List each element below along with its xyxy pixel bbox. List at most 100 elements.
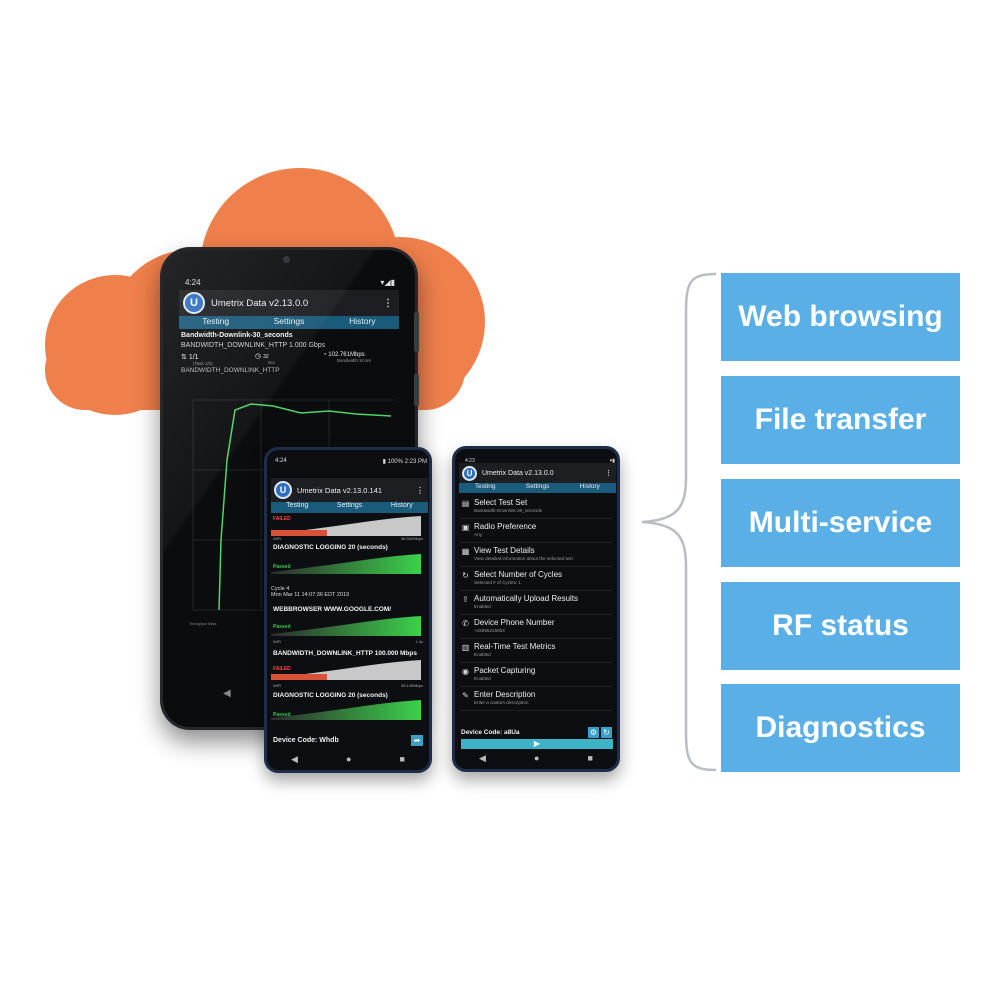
- throughput-line: [218, 403, 392, 611]
- start-test-button[interactable]: ▶: [461, 739, 613, 749]
- updown-icon: ⇅: [181, 354, 187, 361]
- back-nav-icon[interactable]: ◀: [291, 753, 298, 764]
- cycle-info: Cycle 4 Mon Mar 11 14:07:36 EDT 2019: [271, 586, 425, 606]
- setting-device-phone-number[interactable]: ✆ Device Phone Number +15555215554: [459, 615, 613, 639]
- setting-view-test-details[interactable]: ▦ View Test Details View detailed inform…: [459, 543, 613, 567]
- overflow-menu-icon[interactable]: ⋮: [416, 485, 424, 495]
- setting-realtime-metrics[interactable]: ▥ Real-Time Test Metrics Enabled: [459, 639, 613, 663]
- tab-testing[interactable]: Testing: [474, 483, 496, 490]
- status-bar: 4:24 ▾◢▮: [185, 276, 395, 288]
- tab-history[interactable]: History: [579, 483, 600, 490]
- seconds-readout: ◷ 32 sec: [255, 353, 276, 365]
- battery-icon: ▮: [382, 458, 386, 465]
- settings-phone: 4:23 ▾▮ U Umetrix Data v2.13.0.0 ⋮ Testi…: [452, 446, 620, 772]
- result-network: WiFi: [273, 639, 281, 644]
- status-bar: 4:24 ▮ 100% 2:23 PM: [275, 456, 427, 466]
- tab-history[interactable]: History: [390, 502, 413, 509]
- tab-bar: Testing Settings History: [179, 316, 399, 329]
- volume-button: [414, 312, 419, 352]
- signal-battery-icon: ▾▮: [609, 458, 615, 464]
- android-nav-bar: ◀ ● ■: [267, 752, 429, 766]
- result-network: WiFi: [273, 536, 281, 541]
- cycle-date: Mon Mar 11 14:07:36 EDT 2019: [271, 592, 350, 598]
- tab-settings[interactable]: Settings: [525, 483, 550, 490]
- result-ramp-passed: [271, 700, 421, 720]
- overflow-menu-icon[interactable]: ⋮: [605, 470, 612, 477]
- result-title: DIAGNOSTIC LOGGING 20 (seconds): [273, 692, 388, 699]
- feature-diagnostics: Diagnostics: [721, 684, 960, 772]
- power-button: [414, 374, 419, 406]
- result-title: WEBBROWSER WWW.GOOGLE.COM/: [273, 606, 392, 613]
- tab-settings[interactable]: Settings: [336, 502, 363, 509]
- tab-settings[interactable]: Settings: [273, 316, 305, 326]
- clock-icon: ◷: [255, 353, 262, 360]
- result-value: 1.4s: [415, 639, 423, 644]
- feature-rf-status: RF status: [721, 582, 960, 670]
- setting-auto-upload[interactable]: ⇪ Automatically Upload Results Enabled: [459, 591, 613, 615]
- setting-number-of-cycles[interactable]: ↻ Select Number of Cycles Selected # of …: [459, 567, 613, 591]
- refresh-icon[interactable]: ↻: [601, 727, 612, 738]
- tab-bar: Testing Settings History: [271, 502, 428, 513]
- result-value: 36.145Mbps: [400, 683, 423, 688]
- setting-enter-description[interactable]: ✎ Enter Description Enter a custom descr…: [459, 687, 613, 711]
- result-ramp-failed: [271, 660, 421, 680]
- app-title: Umetrix Data v2.13.0.0: [211, 297, 309, 309]
- feature-multi-service: Multi-service: [721, 479, 960, 567]
- setting-select-test-set[interactable]: ▤ Select Test Set Bandwidth-Downlink-30_…: [459, 495, 613, 519]
- result-ramp-failed: [271, 516, 421, 536]
- recents-nav-icon[interactable]: ■: [587, 753, 593, 763]
- recents-nav-icon[interactable]: ■: [399, 754, 405, 764]
- result-row[interactable]: BANDWIDTH_DOWNLINK_HTTP 100.000 Mbps FAI…: [271, 650, 425, 692]
- status-bar: 4:23 ▾▮: [465, 457, 615, 465]
- home-nav-icon[interactable]: ●: [346, 754, 352, 764]
- task-counter: ⇅ 1/1 (Task 1/2): [181, 354, 213, 366]
- tab-history[interactable]: History: [349, 316, 376, 326]
- setting-radio-preference[interactable]: ▣ Radio Preference Any: [459, 519, 613, 543]
- phone-icon: ✆: [462, 619, 469, 628]
- result-title: DIAGNOSTIC LOGGING 20 (seconds): [273, 544, 388, 551]
- umetrix-logo-icon: U: [274, 481, 292, 499]
- upload-icon: ⇪: [462, 595, 469, 604]
- setting-packet-capturing[interactable]: ◉ Packet Capturing Enabled: [459, 663, 613, 687]
- app-titlebar: U Umetrix Data v2.13.0.0 ⋮: [459, 463, 616, 483]
- cycle-label: Cycle 4: [271, 586, 290, 592]
- result-row[interactable]: WEBBROWSER WWW.GOOGLE.COM/ Passed WiFi 1…: [271, 606, 425, 650]
- graph-label: BANDWIDTH_DOWNLINK_HTTP: [181, 367, 280, 374]
- status-time: 4:24: [275, 458, 287, 464]
- result-row[interactable]: DIAGNOSTIC LOGGING 20 (seconds) Passed: [271, 542, 425, 586]
- overflow-menu-icon[interactable]: ⋮: [383, 297, 393, 309]
- signal-battery-icon: ▾◢▮: [380, 277, 395, 287]
- eye-icon: ◉: [462, 667, 469, 676]
- status-time: 4:24: [185, 277, 201, 287]
- test-type: BANDWIDTH_DOWNLINK_HTTP 1.000 Gbps: [181, 342, 326, 349]
- result-status: FAILED: [273, 666, 291, 672]
- test-name: Bandwidth-Downlink-30_seconds: [181, 332, 293, 339]
- metrics-icon: ▥: [461, 643, 470, 652]
- app-titlebar: U Umetrix Data v2.13.0.0 ⋮: [179, 290, 399, 316]
- result-status: Passed: [273, 624, 291, 630]
- device-code: Device Code: Whdb: [273, 737, 339, 744]
- app-titlebar: U Umetrix Data v2.13.0.141 ⋮: [271, 478, 428, 502]
- result-row[interactable]: FAILED WiFi 36.562Mbps: [271, 514, 425, 542]
- app-title: Umetrix Data v2.13.0.141: [297, 485, 383, 495]
- curly-brace: [641, 272, 717, 772]
- result-network: WiFi: [273, 683, 281, 688]
- gear-icon[interactable]: ⚙: [588, 727, 599, 738]
- back-nav-icon[interactable]: ◀: [479, 752, 486, 763]
- gauge-icon: ◔: [323, 352, 327, 358]
- graph-legend: Throughput Mbps: [189, 622, 217, 626]
- edit-icon: ✎: [462, 691, 469, 700]
- radio-icon: ▣: [461, 523, 470, 532]
- result-row[interactable]: DIAGNOSTIC LOGGING 20 (seconds) Passed: [271, 692, 425, 732]
- details-icon: ▦: [461, 547, 470, 556]
- feature-web-browsing: Web browsing: [721, 273, 960, 361]
- home-nav-icon[interactable]: ●: [534, 753, 540, 763]
- tab-testing[interactable]: Testing: [202, 316, 230, 326]
- android-nav-bar: ◀ ● ■: [455, 751, 617, 765]
- app-title: Umetrix Data v2.13.0.0: [482, 469, 554, 477]
- share-icon[interactable]: ➦: [411, 735, 423, 746]
- back-nav-icon[interactable]: ◀: [223, 688, 231, 699]
- result-title: BANDWIDTH_DOWNLINK_HTTP 100.000 Mbps: [273, 650, 417, 657]
- tab-testing[interactable]: Testing: [286, 502, 309, 509]
- status-time: 4:23: [465, 458, 475, 464]
